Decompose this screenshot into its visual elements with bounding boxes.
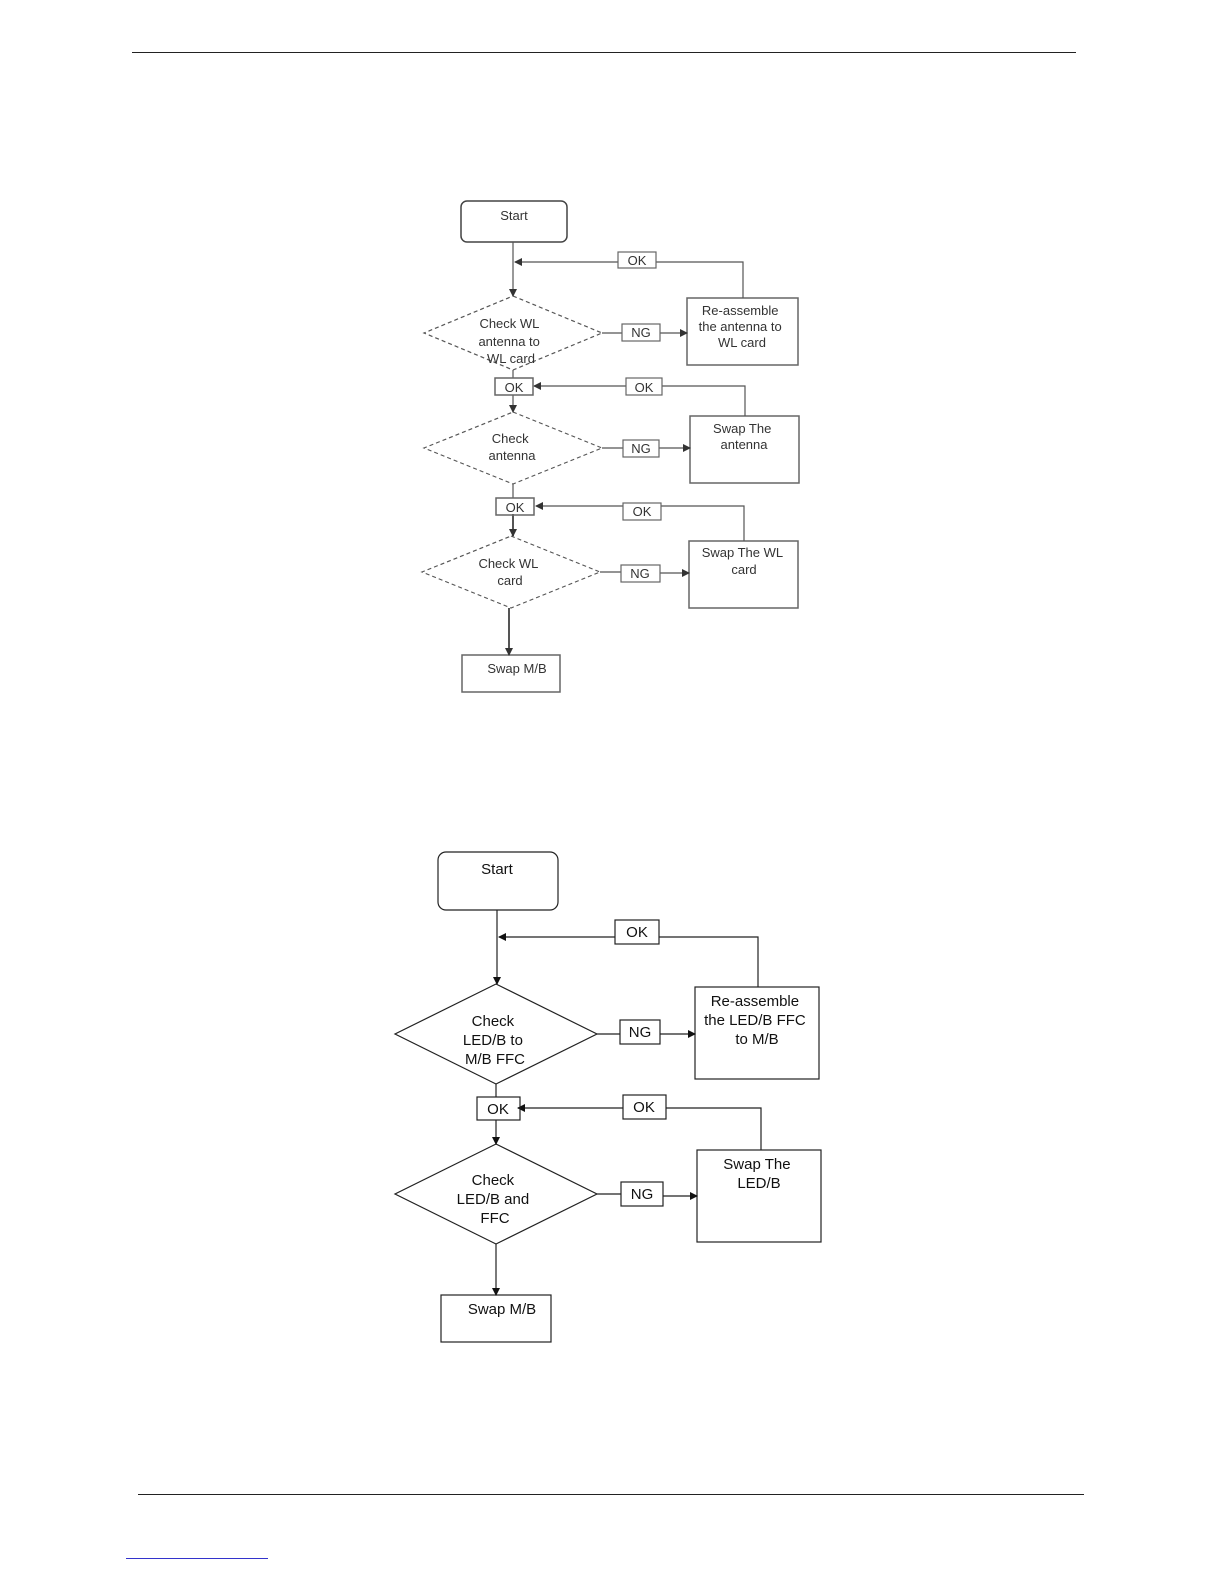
action-2-text: Swap The LED/B bbox=[723, 1156, 794, 1192]
ng-label: NG bbox=[631, 325, 651, 340]
led-board-flowchart: Start Check LED/B to M/B FFC Check LED/B… bbox=[0, 720, 1224, 1440]
ok-label: OK bbox=[505, 380, 524, 395]
ok-label: OK bbox=[626, 924, 648, 941]
start-label: Start bbox=[481, 861, 514, 878]
ok-label: OK bbox=[635, 380, 654, 395]
ok-label: OK bbox=[506, 500, 525, 515]
decision-2-text: Check antenna bbox=[489, 431, 537, 463]
action-3-text: Swap The WL card bbox=[702, 545, 787, 577]
footer-rule bbox=[138, 1494, 1084, 1495]
ok-label: OK bbox=[628, 253, 647, 268]
action-1-text: Re-assemble the antenna to WL card bbox=[699, 303, 786, 350]
action-1-text: Re-assemble the LED/B FFC to M/B bbox=[704, 993, 810, 1048]
footer-link-underline bbox=[126, 1558, 268, 1559]
ng-label: NG bbox=[629, 1024, 652, 1041]
decision-1-text: Check WL antenna to WL card bbox=[478, 316, 543, 366]
ok-label: OK bbox=[633, 1099, 655, 1116]
ng-label: NG bbox=[630, 566, 650, 581]
decision-1-text: Check LED/B to M/B FFC bbox=[463, 1013, 527, 1068]
start-label: Start bbox=[500, 208, 528, 223]
wlan-flowchart: Start Check WL antenna to WL card Check … bbox=[0, 0, 1224, 720]
end-label: Swap M/B bbox=[487, 661, 546, 676]
action-2-text: Swap The antenna bbox=[713, 421, 775, 452]
decision-check-wl-card bbox=[422, 536, 600, 608]
ng-label: NG bbox=[631, 441, 651, 456]
decision-3-text: Check WL card bbox=[478, 556, 541, 588]
decision-2-text: Check LED/B and FFC bbox=[457, 1172, 534, 1227]
end-label: Swap M/B bbox=[468, 1301, 536, 1318]
ok-label: OK bbox=[487, 1101, 509, 1118]
ng-label: NG bbox=[631, 1186, 654, 1203]
ok-label: OK bbox=[633, 504, 652, 519]
